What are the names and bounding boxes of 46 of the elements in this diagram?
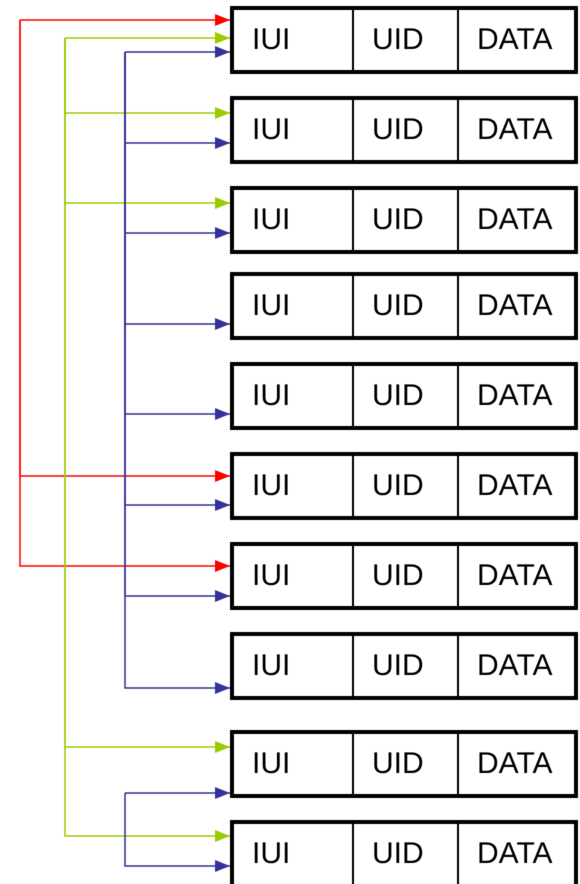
record-box xyxy=(230,96,578,164)
record-box xyxy=(230,6,578,74)
field-label: UID xyxy=(354,546,459,606)
field-label: IUI xyxy=(234,100,354,160)
field-label: DATA xyxy=(476,836,554,872)
record-box xyxy=(230,632,578,700)
arrow xyxy=(124,46,230,58)
arrow xyxy=(19,20,230,572)
record-box xyxy=(230,272,578,340)
record-box xyxy=(230,452,578,520)
field-label: UID xyxy=(354,190,459,250)
field-label: IUI xyxy=(234,456,354,516)
field-label: DATA xyxy=(476,468,554,504)
field-label: IUI xyxy=(234,10,354,70)
field-label: DATA xyxy=(476,202,554,238)
record-box xyxy=(230,542,578,610)
field-label: UID xyxy=(354,276,459,336)
field-label: DATA xyxy=(476,746,554,782)
field-label: DATA xyxy=(476,288,554,324)
field-label: UID xyxy=(354,100,459,160)
record-box xyxy=(230,820,578,884)
field-label: UID xyxy=(354,10,459,70)
field-label: UID xyxy=(354,456,459,516)
field-label: IUI xyxy=(234,190,354,250)
record-box xyxy=(230,362,578,430)
field-label: DATA xyxy=(476,112,554,148)
field-label: DATA xyxy=(476,648,554,684)
field-label: IUI xyxy=(234,824,354,884)
field-label: UID xyxy=(354,636,459,696)
record-box xyxy=(230,186,578,254)
arrow xyxy=(124,793,230,872)
field-label: IUI xyxy=(234,546,354,606)
field-label: DATA xyxy=(476,22,554,58)
field-label: UID xyxy=(354,734,459,794)
arrow xyxy=(19,14,230,26)
field-label: IUI xyxy=(234,366,354,426)
field-label: IUI xyxy=(234,734,354,794)
field-label: IUI xyxy=(234,636,354,696)
record-box xyxy=(230,730,578,798)
field-label: DATA xyxy=(476,558,554,594)
arrow xyxy=(124,787,230,799)
arrow xyxy=(64,32,230,44)
field-label: UID xyxy=(354,366,459,426)
field-label: DATA xyxy=(476,378,554,414)
field-label: IUI xyxy=(234,276,354,336)
field-label: UID xyxy=(354,824,459,884)
